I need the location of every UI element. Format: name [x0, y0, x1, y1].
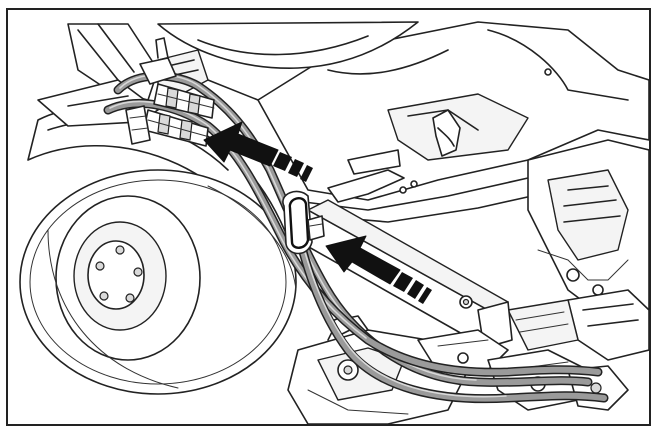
right-chassis	[507, 139, 649, 361]
hose-fittings	[125, 37, 215, 147]
hose-clamp	[282, 190, 325, 255]
callout-arrow-lower	[325, 235, 432, 304]
mower-hose-routing-illustration	[19, 21, 649, 424]
callout-arrow-upper	[203, 121, 313, 182]
figure-frame	[6, 8, 651, 426]
rear-wheel	[19, 169, 297, 395]
